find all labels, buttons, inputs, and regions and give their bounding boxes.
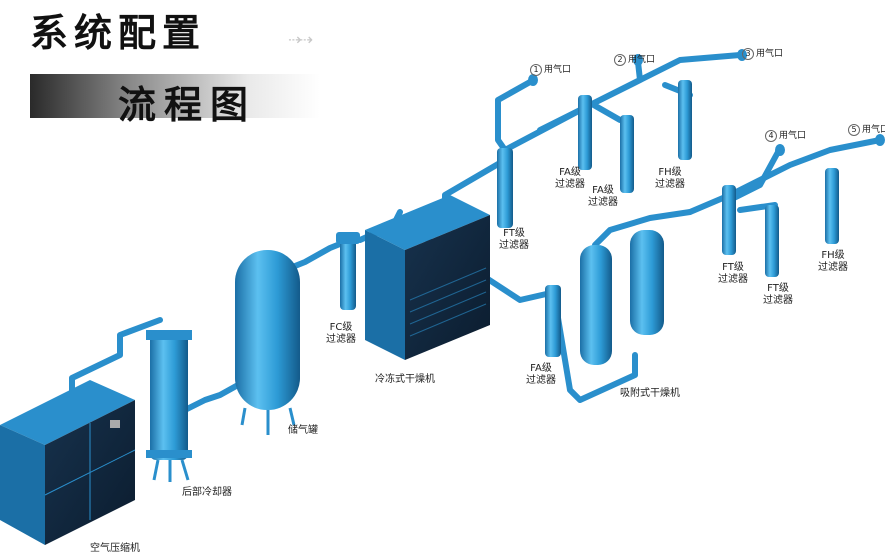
compressor-label: 空气压缩机 bbox=[90, 543, 140, 554]
fa-filter-upper-left-label: FA级 过滤器 bbox=[555, 167, 585, 190]
fc-filter-label: FC级 过滤器 bbox=[326, 322, 356, 345]
adsorption-dryer-label: 吸附式干燥机 bbox=[620, 388, 680, 399]
pipe-fa-adsorb bbox=[552, 297, 638, 403]
upper-filters bbox=[497, 80, 692, 228]
pipe-aftercooler-tank bbox=[182, 382, 241, 413]
pipe-upper-manifold-2 bbox=[537, 59, 643, 133]
adsorption-dryer-unit bbox=[580, 230, 664, 365]
pipe-adsorb-top bbox=[592, 209, 693, 248]
pipe-tank-fc bbox=[287, 239, 348, 271]
ft-filter-upper-label: FT级 过滤器 bbox=[499, 228, 529, 251]
ft-filter-lower-left-label: FT级 过滤器 bbox=[718, 262, 748, 285]
fh-filter-upper-label: FH级 过滤器 bbox=[655, 167, 685, 190]
aftercooler-unit bbox=[146, 330, 192, 482]
outlet-nozzles bbox=[528, 49, 885, 156]
pipe-lower-manifold-2 bbox=[727, 149, 781, 203]
aftercooler-label: 后部冷却器 bbox=[182, 487, 232, 498]
pipe-ft-manifold-1 bbox=[495, 79, 533, 153]
fa-filter-lower-label: FA级 过滤器 bbox=[526, 363, 556, 386]
fh-filter-lower-label: FH级 过滤器 bbox=[818, 250, 848, 273]
arrow-decoration-icon: ⇢⇢ bbox=[288, 30, 313, 49]
subtitle-band bbox=[30, 74, 320, 118]
compressor-unit bbox=[0, 380, 136, 545]
air-tank-label: 储气罐 bbox=[288, 425, 318, 436]
page-title: 系统配置 bbox=[30, 11, 207, 55]
air-tank-unit bbox=[235, 250, 300, 435]
refrigerated-dryer-unit bbox=[365, 195, 490, 360]
fa-filter-lower-unit bbox=[545, 285, 561, 357]
pipe-compressor-aftercooler bbox=[69, 317, 163, 403]
pipe-lower-manifold bbox=[687, 137, 883, 215]
fc-filter-unit bbox=[336, 232, 360, 310]
refrigerated-dryer-label: 冷冻式干燥机 bbox=[375, 374, 435, 385]
ft-filter-lower-right-label: FT级 过滤器 bbox=[763, 283, 793, 306]
fa-filter-upper-right-label: FA级 过滤器 bbox=[588, 185, 618, 208]
lower-right-filters bbox=[722, 168, 839, 277]
page-subtitle: 流程图 bbox=[118, 83, 257, 127]
